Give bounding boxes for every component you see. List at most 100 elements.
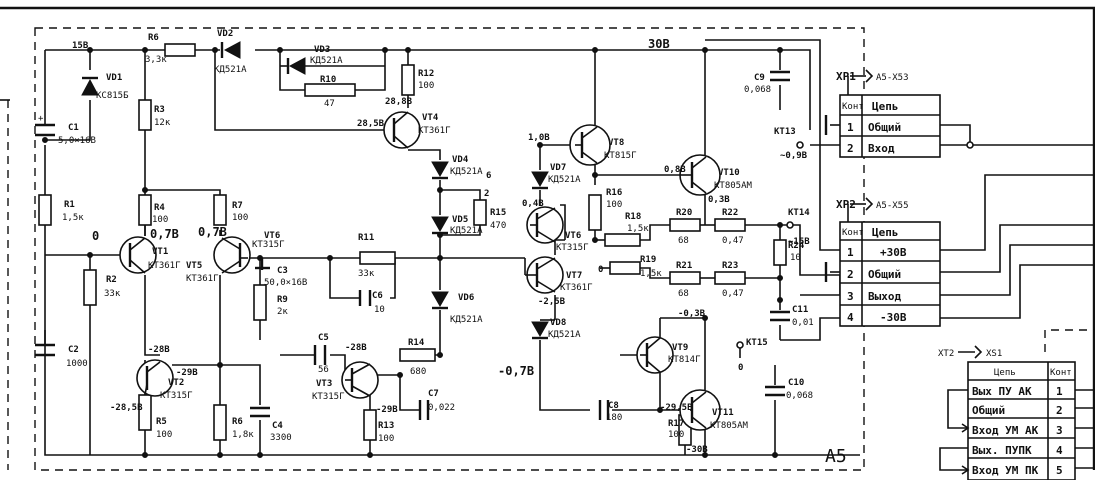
svg-text:-29В: -29В bbox=[376, 405, 398, 415]
capacitor-c8 bbox=[598, 400, 610, 420]
svg-text:C3: C3 bbox=[277, 266, 288, 276]
svg-text:~0,9В: ~0,9В bbox=[780, 151, 808, 161]
svg-text:0,47: 0,47 bbox=[722, 236, 744, 246]
svg-text:КТ361Г: КТ361Г bbox=[418, 126, 451, 136]
svg-text:R3: R3 bbox=[154, 105, 165, 115]
capacitor-c1: + bbox=[35, 114, 55, 137]
capacitors: + bbox=[35, 70, 790, 420]
svg-text:VT6: VT6 bbox=[264, 231, 280, 241]
svg-text:100: 100 bbox=[418, 81, 434, 91]
wires bbox=[44, 39, 1095, 469]
svg-text:R13: R13 bbox=[378, 421, 394, 431]
capacitor-c11 bbox=[770, 310, 790, 322]
svg-text:Вход УМ АК: Вход УМ АК bbox=[972, 424, 1039, 437]
svg-text:Вход УМ ПК: Вход УМ ПК bbox=[972, 464, 1039, 477]
svg-text:1: 1 bbox=[847, 246, 854, 259]
svg-text:R16: R16 bbox=[606, 188, 622, 198]
transistor-vt3 bbox=[341, 361, 379, 399]
svg-text:C11: C11 bbox=[792, 305, 808, 315]
svg-text:VT5: VT5 bbox=[186, 261, 202, 271]
svg-text:C8: C8 bbox=[608, 401, 619, 411]
resistor-r24 bbox=[773, 239, 787, 266]
test-point-kt13 bbox=[796, 141, 804, 149]
svg-text:30В: 30В bbox=[648, 37, 670, 51]
diode-vd2 bbox=[220, 41, 241, 59]
svg-text:VT3: VT3 bbox=[316, 379, 332, 389]
transistor-vt8 bbox=[569, 124, 611, 166]
svg-text:R22: R22 bbox=[722, 208, 738, 218]
connector-xp2: XP2 А5-Х55 Конт Цепь 1 +30В 2 Общий 3 Вы… bbox=[824, 197, 941, 327]
svg-text:-0,3В: -0,3В bbox=[678, 309, 706, 319]
svg-text:КС815Б: КС815Б bbox=[96, 91, 129, 101]
svg-text:Вход: Вход bbox=[868, 142, 895, 155]
test-point-labels: КТ13 КТ14 КТ15 bbox=[746, 127, 810, 348]
svg-text:50,0×16В: 50,0×16В bbox=[264, 278, 307, 288]
resistor-r8 bbox=[164, 43, 196, 57]
svg-text:C2: C2 bbox=[68, 345, 79, 355]
transistor-vt2 bbox=[136, 359, 174, 397]
xp1-target: А5-Х53 bbox=[876, 73, 909, 83]
transistor-vt7 bbox=[524, 256, 564, 294]
capacitor-c4 bbox=[250, 406, 270, 418]
svg-text:0: 0 bbox=[92, 229, 99, 243]
svg-text:2: 2 bbox=[847, 142, 854, 155]
svg-text:Общий: Общий bbox=[868, 268, 901, 281]
transistor-vt9 bbox=[636, 336, 674, 374]
svg-text:R14: R14 bbox=[408, 338, 425, 348]
svg-text:VD5: VD5 bbox=[452, 215, 468, 225]
svg-text:R24: R24 bbox=[788, 241, 805, 251]
svg-text:C10: C10 bbox=[788, 378, 804, 388]
svg-text:VT2: VT2 bbox=[168, 378, 184, 388]
svg-text:VT7: VT7 bbox=[566, 271, 582, 281]
svg-text:КТ805АМ: КТ805АМ bbox=[714, 181, 753, 191]
svg-text:0,47: 0,47 bbox=[722, 289, 744, 299]
resistor-r18 bbox=[604, 233, 641, 247]
svg-text:-28В: -28В bbox=[345, 343, 367, 353]
resistor-r21 bbox=[669, 271, 701, 285]
svg-text:0,3В: 0,3В bbox=[708, 195, 730, 205]
svg-text:3: 3 bbox=[1056, 424, 1063, 437]
capacitor-c10 bbox=[765, 385, 785, 397]
capacitor-c7 bbox=[418, 400, 430, 420]
diode-vd4 bbox=[431, 161, 449, 180]
svg-text:R6: R6 bbox=[148, 33, 159, 43]
resistor-r1 bbox=[38, 194, 52, 226]
svg-text:5: 5 bbox=[1056, 464, 1063, 477]
resistor-r6 bbox=[213, 404, 227, 441]
svg-text:КД521А: КД521А bbox=[548, 330, 581, 340]
svg-text:R21: R21 bbox=[676, 261, 692, 271]
svg-text:100: 100 bbox=[378, 434, 394, 444]
svg-text:C6: C6 bbox=[372, 291, 383, 301]
svg-text:VD1: VD1 bbox=[106, 73, 122, 83]
svg-text:Цепь: Цепь bbox=[994, 368, 1016, 378]
svg-text:2: 2 bbox=[1056, 404, 1063, 417]
svg-text:0,7В: 0,7В bbox=[198, 225, 227, 239]
svg-text:R20: R20 bbox=[676, 208, 692, 218]
xp2-target: А5-Х55 bbox=[876, 201, 909, 211]
resistor-r4 bbox=[138, 194, 152, 226]
svg-text:6: 6 bbox=[486, 171, 491, 181]
resistor-r22 bbox=[714, 218, 746, 232]
svg-text:4: 4 bbox=[1056, 444, 1063, 457]
transistor-vt11 bbox=[679, 389, 721, 431]
svg-text:680: 680 bbox=[410, 367, 426, 377]
svg-text:КТ361Г: КТ361Г bbox=[148, 261, 181, 271]
svg-text:КТ15: КТ15 bbox=[746, 338, 768, 348]
xt2-ref: XT2 bbox=[938, 349, 954, 359]
svg-text:4: 4 bbox=[847, 311, 854, 324]
svg-text:Конт: Конт bbox=[1050, 368, 1072, 378]
xp2-ref: XP2 bbox=[836, 198, 856, 211]
svg-text:R2: R2 bbox=[106, 275, 117, 285]
capacitor-c5 bbox=[313, 345, 327, 365]
node-voltages: 15В 30В 0 0,7В 0,7В -28В -28В -28,5В -29… bbox=[72, 37, 810, 455]
svg-text:C1: C1 bbox=[68, 123, 79, 133]
svg-text:VT4: VT4 bbox=[422, 113, 439, 123]
capacitor-c6 bbox=[358, 290, 372, 306]
svg-text:1,8к: 1,8к bbox=[232, 430, 254, 440]
svg-text:R10: R10 bbox=[320, 75, 336, 85]
svg-text:100: 100 bbox=[232, 213, 248, 223]
svg-text:28,8В: 28,8В bbox=[385, 97, 413, 107]
svg-text:3,3к: 3,3к bbox=[145, 55, 167, 65]
